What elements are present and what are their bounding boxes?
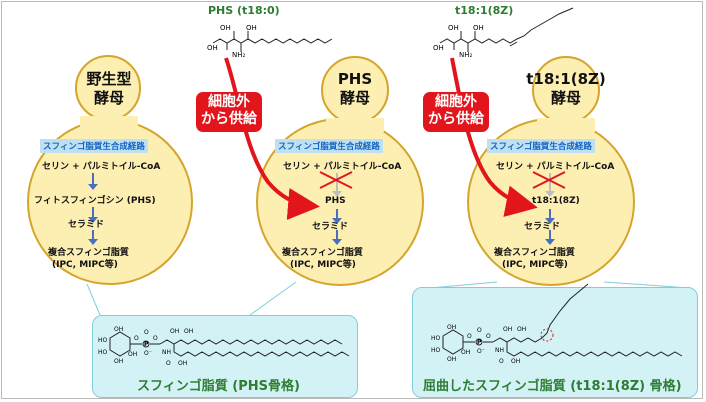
supply-label-phs: 細胞外 から供給 (196, 92, 262, 132)
cell-phs-step-1: セリン + パルミトイル-CoA (283, 162, 402, 172)
lipid-t18-drawing (442, 283, 683, 357)
t18-atom-nh2: NH₂ (459, 51, 473, 59)
phs-top-label: PHS (t18:0) (208, 4, 280, 17)
cell-phs-pathway-header: スフィンゴ脂質生合成経路 (275, 139, 383, 153)
lipid-phs-atom-o-minus: O⁻ (144, 350, 152, 357)
lipid-t18-atom-o-1: O (467, 333, 472, 340)
cell-phs-step-4: 複合スフィンゴ脂質 (282, 248, 363, 258)
cell-t18-title-line2: 酵母 (550, 89, 581, 107)
phs-atom-nh2: NH₂ (232, 51, 246, 59)
cell-t18-step-1: セリン + パルミトイル-CoA (496, 162, 615, 172)
cell-wild-type-step-2: フィトスフィンゴシン (PHS) (34, 196, 156, 206)
cell-t18-step-4: 複合スフィンゴ脂質 (494, 248, 575, 258)
cell-wild-type (27, 55, 193, 285)
cell-wild-type-title-line1: 野生型 (86, 70, 132, 88)
panel-t18-lipid (412, 287, 698, 398)
cell-t18-step-2: t18:1(8Z) (532, 196, 580, 206)
cell-wild-type-title-line2: 酵母 (93, 89, 124, 107)
lipid-phs-atom-oh-3: OH (128, 351, 138, 358)
panel-phs-lipid (92, 315, 358, 398)
lipid-phs-atom-ho-2: HO (98, 349, 108, 356)
supply-label-phs-line1: 細胞外 (208, 94, 250, 110)
cell-phs-title: PHS 酵母 (320, 70, 390, 108)
supply-label-phs-line2: から供給 (201, 111, 257, 127)
lipid-t18-atom-oh-2: OH (447, 356, 457, 363)
cell-phs-title-line1: PHS (337, 70, 373, 88)
cell-t18 (467, 56, 635, 286)
cell-wild-type-title: 野生型 酵母 (74, 70, 144, 108)
t18-top-label: t18:1(8Z) (455, 4, 514, 17)
cell-wild-type-step-3: セラミド (68, 220, 105, 230)
supply-arrow-phs (224, 57, 320, 220)
supply-label-t18-line1: 細胞外 (435, 94, 477, 110)
lipid-t18-atom-oh-4: OH (503, 326, 513, 333)
lipid-t18-atom-o-4: O (499, 358, 504, 365)
lipid-t18-atom-o-2: O (477, 327, 482, 334)
lipid-phs-atom-oh-4: OH (170, 328, 180, 335)
lipid-t18-atom-o-minus: O⁻ (477, 348, 485, 355)
lipid-t18-atom-oh-3: OH (461, 349, 471, 356)
blocked-step-phs (319, 171, 353, 197)
cell-wild-type-pathway-header: スフィンゴ脂質生合成経路 (40, 139, 148, 153)
phs-structure (212, 31, 333, 52)
t18-atom-oh-3: OH (433, 44, 444, 52)
lipid-t18-atom-p: P (477, 339, 482, 346)
lipid-t18-atom-ho-2: HO (431, 347, 441, 354)
lipid-phs-atom-oh-1: OH (114, 326, 124, 333)
phs-atom-oh-1: OH (220, 24, 231, 32)
lipid-t18-atom-ho-1: HO (431, 335, 441, 342)
cell-phs-step-5: (IPC, MIPC等) (290, 260, 356, 270)
cell-phs-step-2: PHS (325, 196, 346, 206)
lipid-t18-atom-o-3: O (486, 333, 491, 340)
lipid-phs-atom-oh-6: OH (178, 360, 188, 367)
lipid-phs-atom-o-4: O (166, 360, 171, 367)
caption-phs-lipid: スフィンゴ脂質 (PHS骨格) (137, 379, 300, 394)
cell-phs-step-3: セラミド (312, 222, 349, 232)
cell-t18-title: t18:1(8Z) 酵母 (523, 70, 609, 108)
lipid-phs-drawing (109, 331, 350, 357)
lipid-phs-atom-oh-2: OH (114, 358, 124, 365)
cell-wild-type-step-5: (IPC, MIPC等) (52, 260, 118, 270)
lipid-t18-atom-nh: NH (495, 347, 504, 354)
caption-t18-lipid: 屈曲したスフィンゴ脂質 (t18:1(8Z) 骨格) (423, 379, 682, 394)
t18-structure (439, 7, 574, 52)
phs-atom-oh-3: OH (207, 44, 218, 52)
lipid-phs-atom-nh: NH (162, 349, 171, 356)
phs-atom-oh-2: OH (246, 24, 257, 32)
cell-wild-type-step-1: セリン + パルミトイル-CoA (42, 162, 161, 172)
lipid-t18-atom-oh-6: OH (511, 358, 521, 365)
lipid-t18-atom-oh-5: OH (517, 326, 527, 333)
lipid-phs-atom-ho-1: HO (98, 337, 108, 344)
lipid-phs-atom-o-1: O (134, 335, 139, 342)
cell-t18-step-5: (IPC, MIPC等) (502, 260, 568, 270)
t18-atom-oh-1: OH (448, 24, 459, 32)
cell-t18-title-line1: t18:1(8Z) (526, 70, 606, 88)
pathway-arrows (88, 173, 555, 245)
lipid-t18-atom-oh-1: OH (447, 324, 457, 331)
cell-t18-step-3: セラミド (524, 222, 561, 232)
supply-label-t18: 細胞外 から供給 (423, 92, 489, 132)
lipid-phs-atom-o-3: O (153, 335, 158, 342)
lipid-phs-atom-p: P (144, 341, 149, 348)
cell-t18-pathway-header: スフィンゴ脂質生合成経路 (487, 139, 595, 153)
supply-label-t18-line2: から供給 (428, 111, 484, 127)
cell-phs (256, 56, 424, 286)
t18-atom-oh-2: OH (473, 24, 484, 32)
lipid-phs-atom-o-2: O (144, 329, 149, 336)
blocked-step-t18 (532, 171, 566, 197)
lipid-phs-atom-oh-5: OH (184, 328, 194, 335)
cell-wild-type-step-4: 複合スフィンゴ脂質 (48, 248, 129, 258)
cell-phs-title-line2: 酵母 (339, 89, 370, 107)
